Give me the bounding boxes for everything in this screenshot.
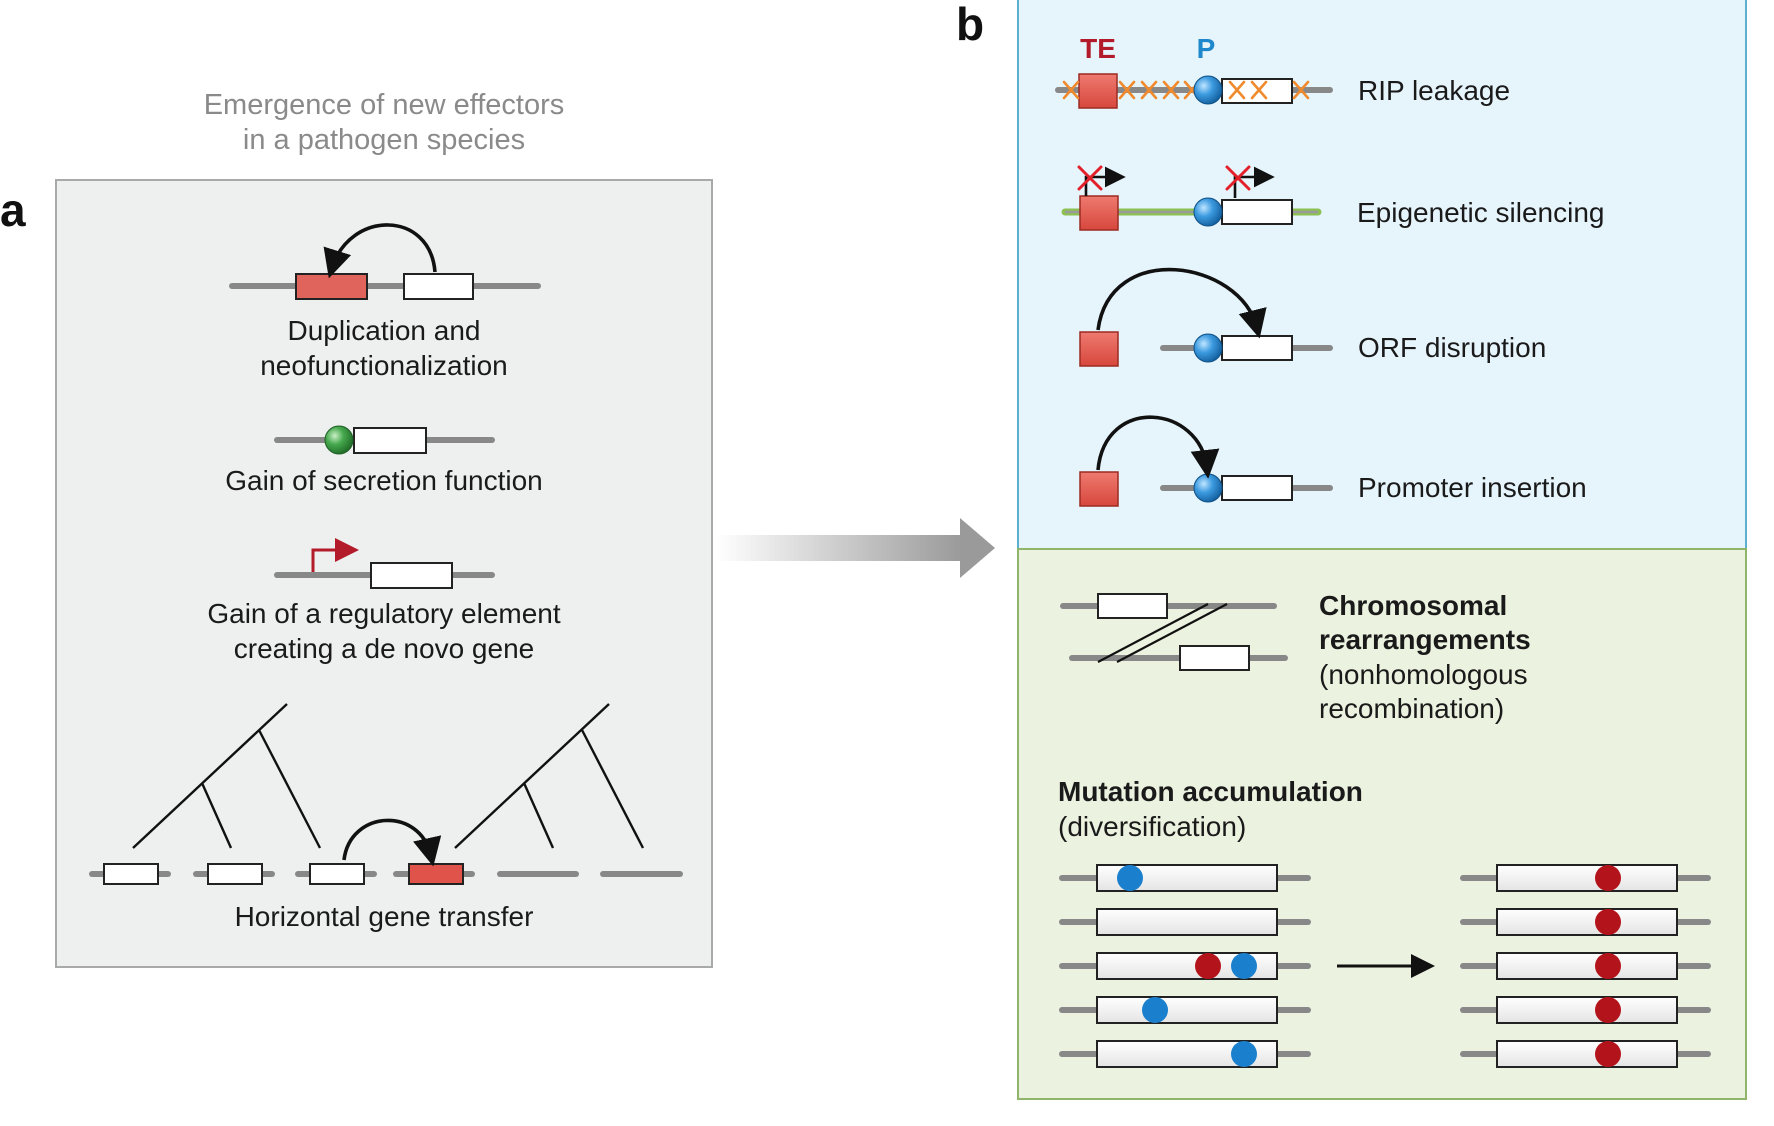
regulatory-label-line1: Gain of a regulatory element xyxy=(207,598,561,629)
secretion-label: Gain of secretion function xyxy=(225,465,543,496)
promoter-insertion-diagram xyxy=(1079,415,1333,507)
panel-a-caption-line2: in a pathogen species xyxy=(243,124,525,156)
promoter-icon xyxy=(1193,333,1223,363)
mutation-label-line2: (diversification) xyxy=(1058,811,1246,842)
duplication-diagram xyxy=(229,223,541,300)
initial-alleles xyxy=(1059,864,1311,1068)
transition-arrow xyxy=(716,518,995,578)
panel-a-letter: a xyxy=(0,184,26,236)
blocked-transcription-icon xyxy=(1077,165,1251,191)
duplication-label-line1: Duplication and xyxy=(287,315,480,346)
te-element xyxy=(1078,73,1118,109)
regulatory-label-line2: creating a de novo gene xyxy=(234,633,534,664)
right-phylogeny xyxy=(454,703,645,849)
insertion-arrow xyxy=(1096,267,1267,339)
duplication-arrow xyxy=(323,223,437,279)
transfer-arrow xyxy=(342,818,442,867)
chromosomal-rearrangement-diagram xyxy=(1060,593,1288,671)
rip-leakage-diagram xyxy=(1055,73,1333,109)
mutation-dot xyxy=(1117,865,1143,891)
regulatory-diagram xyxy=(274,538,495,589)
fixed-mutation-dot xyxy=(1595,865,1621,891)
rip-mutation-marks xyxy=(1062,80,1310,100)
chromosomal-label-line3: (nonhomologous xyxy=(1319,659,1528,690)
promoter-insertion-label: Promoter insertion xyxy=(1358,472,1587,503)
hgt-diagram xyxy=(89,703,683,885)
epigenetic-label: Epigenetic silencing xyxy=(1357,197,1605,228)
duplicated-gene xyxy=(295,273,368,300)
duplication-label-line2: neofunctionalization xyxy=(260,350,508,381)
chromosomal-label-line4: recombination) xyxy=(1319,693,1504,724)
mutation-dot xyxy=(1231,953,1257,979)
secretion-diagram xyxy=(274,425,495,455)
orf-disruption-diagram xyxy=(1079,267,1333,367)
mutation-dot xyxy=(1142,997,1168,1023)
secretion-signal-icon xyxy=(324,425,354,455)
mutation-dot xyxy=(1231,1041,1257,1067)
left-phylogeny xyxy=(132,703,322,849)
panel-a-caption-line1: Emergence of new effectors xyxy=(204,89,565,121)
promoter-icon xyxy=(1193,197,1223,227)
panel-b-letter: b xyxy=(956,0,984,50)
hgt-label: Horizontal gene transfer xyxy=(235,901,534,932)
te-label: TE xyxy=(1080,33,1116,64)
de-novo-gene xyxy=(370,562,453,589)
transferred-gene xyxy=(408,863,464,885)
fixed-mutation-dot xyxy=(1595,997,1621,1023)
rip-label: RIP leakage xyxy=(1358,75,1510,106)
chromosomal-label-line2: rearrangements xyxy=(1319,624,1531,655)
mutation-accumulation-diagram xyxy=(1059,864,1711,1068)
fixed-mutation-dot xyxy=(1595,953,1621,979)
promoter-arrow-icon xyxy=(311,538,359,572)
fixed-mutation-dot xyxy=(1595,909,1621,935)
donor-gene xyxy=(309,863,365,885)
original-gene xyxy=(403,273,474,300)
secretion-gene xyxy=(353,427,427,454)
epigenetic-diagram xyxy=(1061,165,1322,231)
fixed-mutation-dot xyxy=(1595,1041,1621,1067)
promoter-icon xyxy=(1193,75,1223,105)
insertion-arrow xyxy=(1096,415,1220,479)
diversified-alleles xyxy=(1460,864,1711,1068)
promoter-icon xyxy=(1193,473,1223,503)
mutation-label-line1: Mutation accumulation xyxy=(1058,776,1363,807)
mutation-dot xyxy=(1195,953,1221,979)
chromosomal-label-line1: Chromosomal xyxy=(1319,590,1507,621)
orf-label: ORF disruption xyxy=(1358,332,1546,363)
promoter-label: P xyxy=(1197,33,1216,64)
